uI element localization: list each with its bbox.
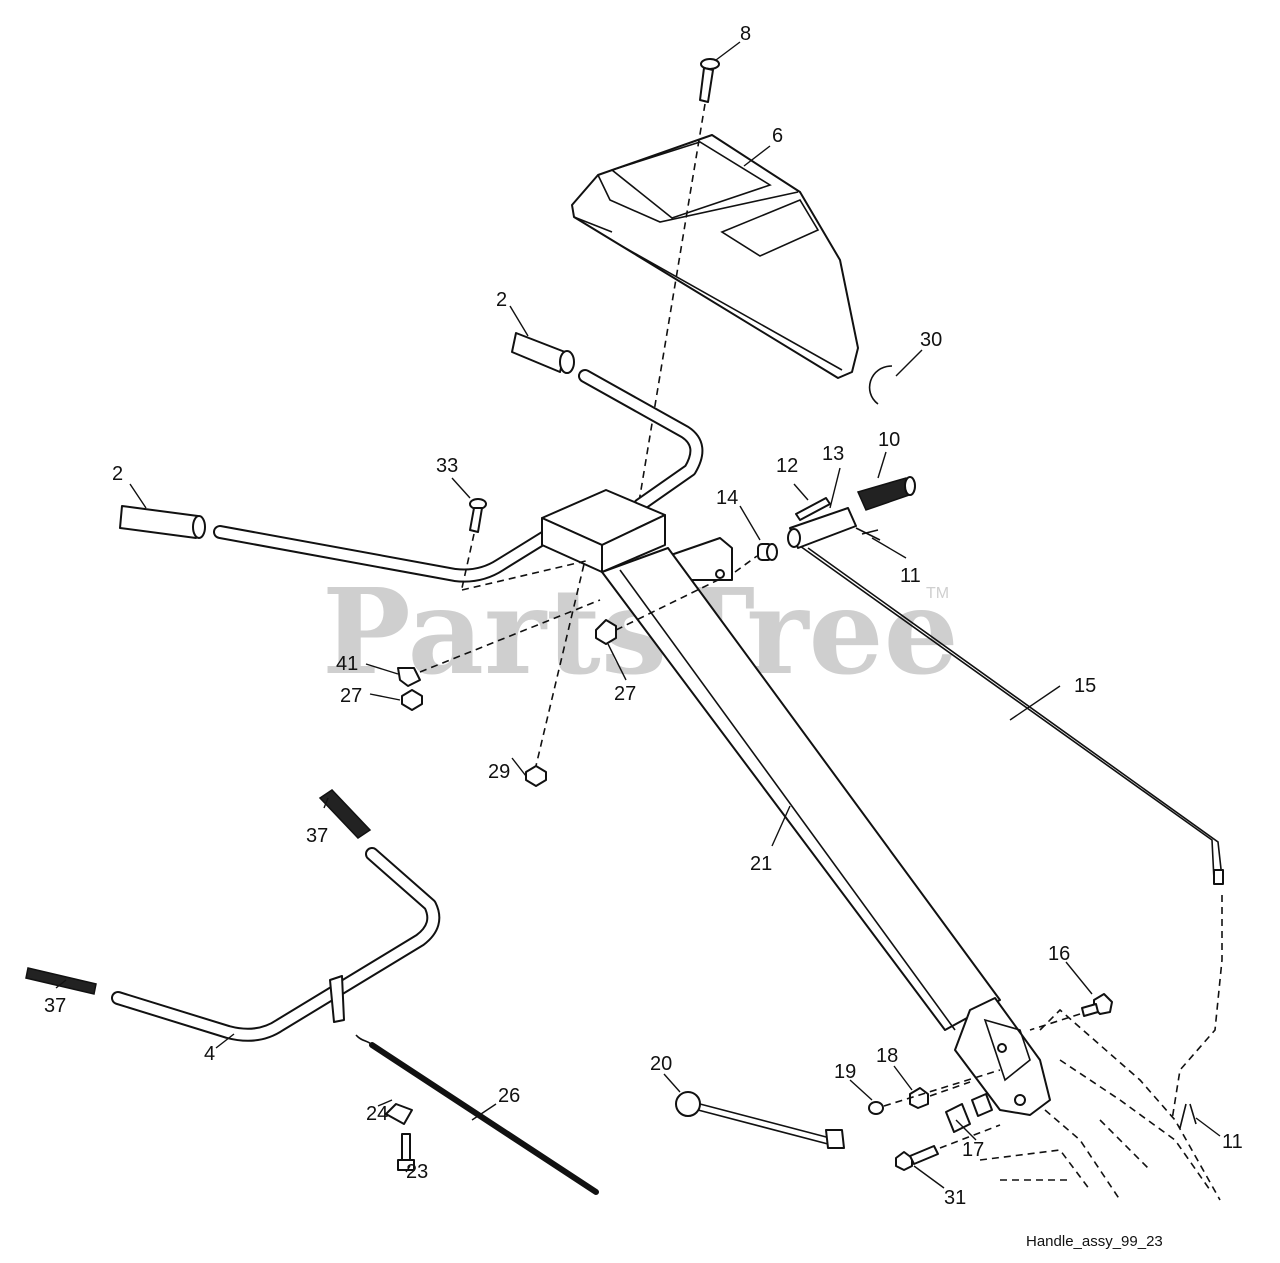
part-washer-19 <box>868 1101 884 1115</box>
assembly-line-27 <box>615 579 719 631</box>
part-lower-handlebar-4 <box>111 847 441 1042</box>
part-pin-13 <box>787 507 857 549</box>
assembly-line-16 <box>1029 1013 1081 1031</box>
callout-label: 29 <box>488 761 510 783</box>
callout-label: 27 <box>614 683 636 705</box>
part-handlebar-upper <box>213 369 704 583</box>
part-nut-27-center <box>595 619 617 645</box>
part-spacer-14 <box>757 543 778 561</box>
part-grip-37-left <box>25 967 97 995</box>
part-nut-18 <box>909 1087 929 1109</box>
callout-label: 14 <box>716 487 738 509</box>
part-cable-26 <box>369 1042 599 1195</box>
diagram-caption: Handle_assy_99_23 <box>1026 1233 1163 1250</box>
callout-label: 8 <box>740 23 751 45</box>
callout-label: 33 <box>436 455 458 477</box>
callout-label: 26 <box>498 1085 520 1107</box>
part-main-tube-21 <box>601 547 1001 1031</box>
part-bolt-33 <box>469 498 487 533</box>
assembly-line-15 <box>1171 895 1223 1121</box>
callout-label: 4 <box>204 1043 215 1065</box>
callout-label: 37 <box>306 825 328 847</box>
callout-label: 31 <box>944 1187 966 1209</box>
watermark-tm: TM <box>926 585 949 602</box>
callout-label: 19 <box>834 1061 856 1083</box>
part-cable-end <box>355 1034 373 1046</box>
assembly-line-lever <box>883 1069 1001 1107</box>
part-hairpin-11-lower <box>1179 1103 1197 1129</box>
assembly-line-8 <box>635 103 706 521</box>
part-nut-29 <box>525 765 547 787</box>
assembly-line-33 <box>461 533 475 589</box>
callout-label: 12 <box>776 455 798 477</box>
part-rod-15 <box>799 545 1224 885</box>
part-pin-12 <box>795 497 831 521</box>
callout-label: 13 <box>822 443 844 465</box>
callout-label: 21 <box>750 853 772 875</box>
part-clamp-41 <box>397 667 421 687</box>
callout-label: 2 <box>496 289 507 311</box>
callout-label: 30 <box>920 329 942 351</box>
callout-label: 24 <box>366 1103 388 1125</box>
callout-label: 37 <box>44 995 66 1017</box>
leader-lines <box>55 41 1221 1189</box>
part-clip-24 <box>385 1103 413 1125</box>
part-bolt-23 <box>397 1133 415 1171</box>
callout-label: 6 <box>772 125 783 147</box>
part-shift-lever-20 <box>675 1091 845 1149</box>
part-bolt-16 <box>1081 993 1113 1017</box>
part-bolt-8 <box>699 58 720 103</box>
part-grip-37-upper <box>318 789 372 839</box>
part-console-cover <box>571 134 859 379</box>
part-knob-10 <box>856 476 916 511</box>
callout-label: 11 <box>1222 1131 1243 1153</box>
part-grip-2-upper <box>511 332 575 374</box>
callout-label: 18 <box>876 1045 898 1067</box>
assembly-line-31 <box>939 1124 1001 1149</box>
callout-label: 41 <box>336 653 358 675</box>
callout-label: 2 <box>112 463 123 485</box>
callout-labels: 8 6 2 30 2 33 12 13 10 14 11 15 41 27 27… <box>44 23 1243 1209</box>
tiller-frame-outline <box>979 1008 1221 1201</box>
callout-label: 17 <box>962 1139 984 1161</box>
part-handle-bracket <box>541 489 666 573</box>
assembly-line-14 <box>734 555 758 573</box>
callout-label: 10 <box>878 429 900 451</box>
callout-label: 16 <box>1048 943 1070 965</box>
assembly-line-bracket <box>461 559 591 591</box>
callout-label: 11 <box>900 565 921 587</box>
part-hairpin-11-upper <box>855 527 881 541</box>
callout-label: 27 <box>340 685 362 707</box>
callout-label: 20 <box>650 1053 672 1075</box>
part-bushing-17 <box>945 1093 993 1133</box>
part-clip-30 <box>868 365 893 405</box>
part-bolt-31 <box>895 1145 939 1171</box>
part-grip-2-left <box>119 505 206 539</box>
part-nut-27-left <box>401 689 423 711</box>
assembly-line-41 <box>419 599 601 673</box>
callout-label: 23 <box>406 1161 428 1183</box>
part-pivot-plate <box>954 997 1051 1116</box>
callout-label: 15 <box>1074 675 1096 697</box>
